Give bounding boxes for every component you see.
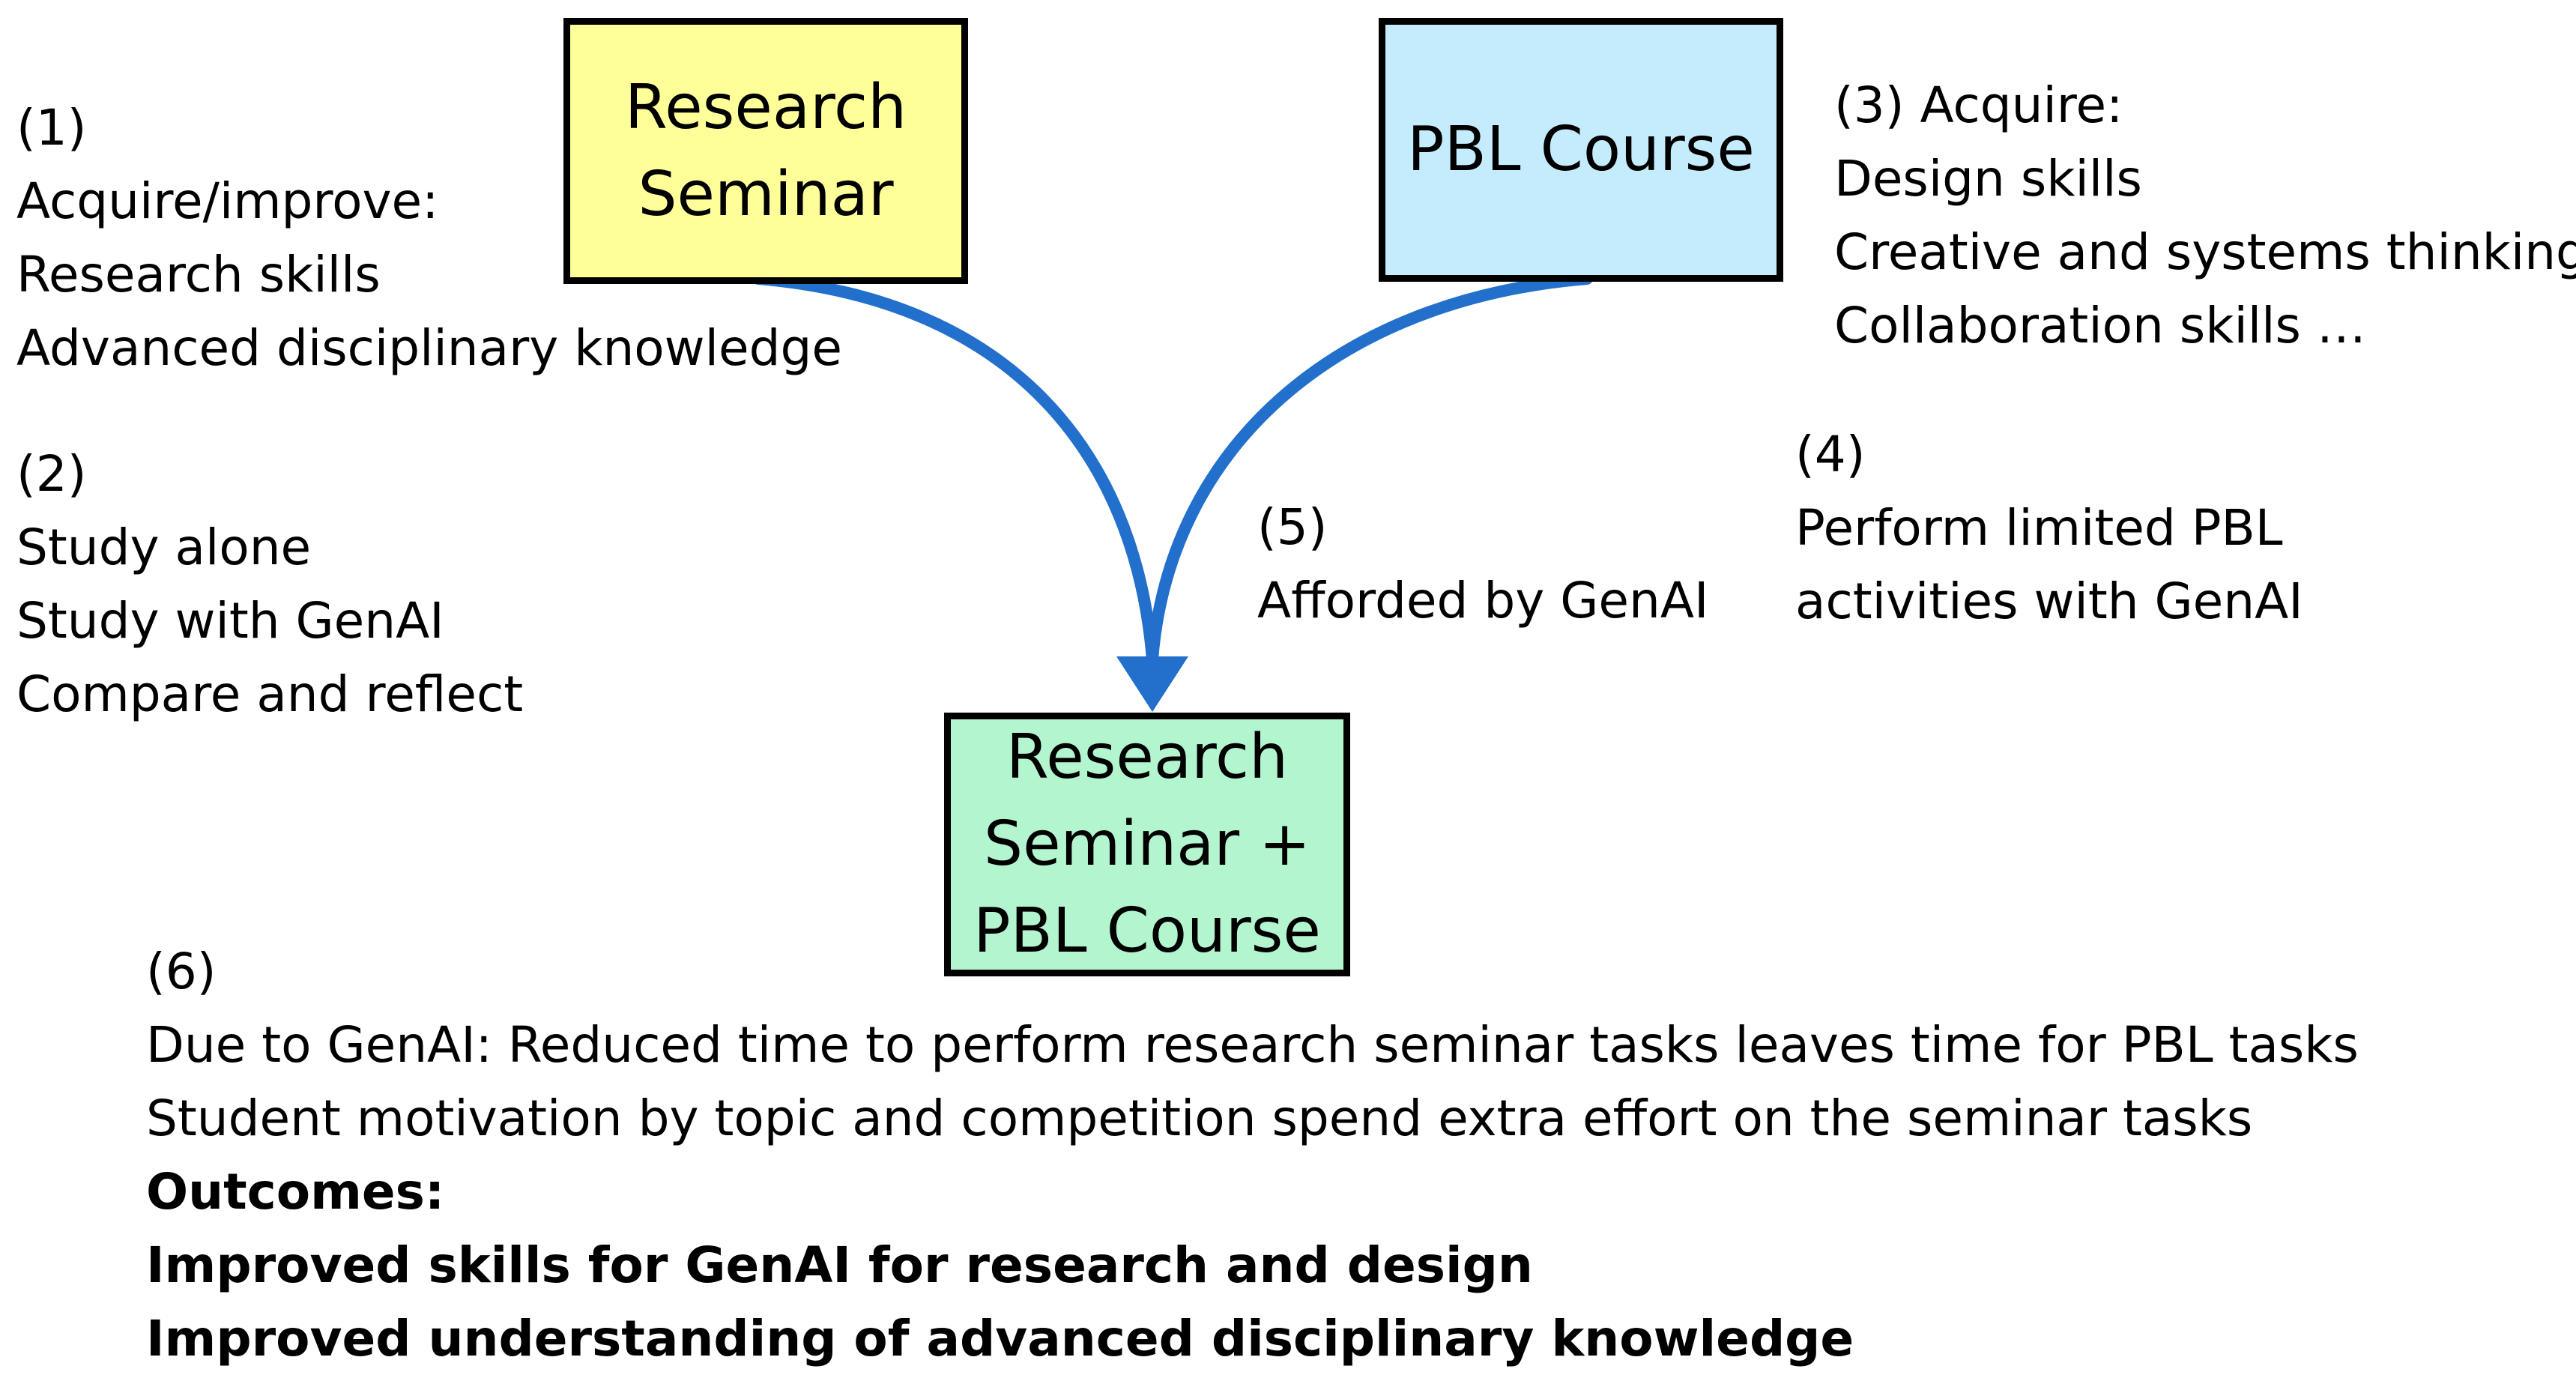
- note-3-line: Design skills: [1834, 150, 2142, 208]
- research-seminar-box: Research Seminar: [563, 18, 968, 284]
- note-2-line: Study alone: [16, 519, 312, 576]
- arrow-research-to-combined: [752, 273, 1158, 665]
- note-3: (3) Acquire: Design skills Creative and …: [1834, 69, 2576, 363]
- note-1-line: Research skills: [16, 246, 381, 303]
- note-5-line: Afforded by GenAI: [1257, 572, 1709, 629]
- note-5: (5) Afforded by GenAI: [1257, 491, 1708, 638]
- outcome-item: Improved skills for GenAI for research a…: [146, 1236, 1533, 1294]
- note-6-number: (6): [146, 943, 217, 1000]
- note-3-line: Creative and systems thinking: [1834, 223, 2576, 281]
- note-4-line: activities with GenAI: [1795, 572, 2303, 630]
- note-2-line: Compare and reflect: [16, 665, 524, 723]
- note-4: (4) Perform limited PBL activities with …: [1795, 418, 2303, 638]
- arrow-head: [1116, 656, 1188, 712]
- note-4-number: (4): [1795, 426, 1866, 483]
- note-1-line: Advanced disciplinary knowledge: [16, 319, 842, 377]
- note-6: (6) Due to GenAI: Reduced time to perfor…: [146, 935, 2359, 1376]
- outcome-item: Improved understanding of advanced disci…: [146, 1310, 1854, 1368]
- pbl-course-label: PBL Course: [1407, 114, 1755, 185]
- note-6-line: Due to GenAI: Reduced time to perform re…: [146, 1016, 2359, 1074]
- note-6-line: Student motivation by topic and competit…: [146, 1090, 2253, 1147]
- note-2-line: Study with GenAI: [16, 592, 444, 650]
- outcomes-heading: Outcomes:: [146, 1163, 445, 1221]
- note-3-line: Collaboration skills …: [1834, 297, 2366, 354]
- note-1-number: (1): [16, 99, 87, 157]
- pbl-course-box: PBL Course: [1379, 18, 1783, 282]
- note-3-line: (3) Acquire:: [1834, 76, 2123, 134]
- note-2-number: (2): [16, 445, 87, 503]
- combined-box: Research Seminar + PBL Course: [944, 713, 1350, 976]
- note-5-number: (5): [1257, 498, 1328, 556]
- note-1-line: Acquire/improve:: [16, 172, 439, 230]
- arrow-pbl-to-combined: [1146, 273, 1593, 665]
- research-seminar-label: Research Seminar: [624, 71, 907, 230]
- note-2: (2) Study alone Study with GenAI Compare…: [16, 438, 523, 731]
- combined-label: Research Seminar + PBL Course: [973, 722, 1321, 967]
- note-1: (1) Acquire/improve: Research skills Adv…: [16, 91, 842, 385]
- note-4-line: Perform limited PBL: [1795, 499, 2283, 557]
